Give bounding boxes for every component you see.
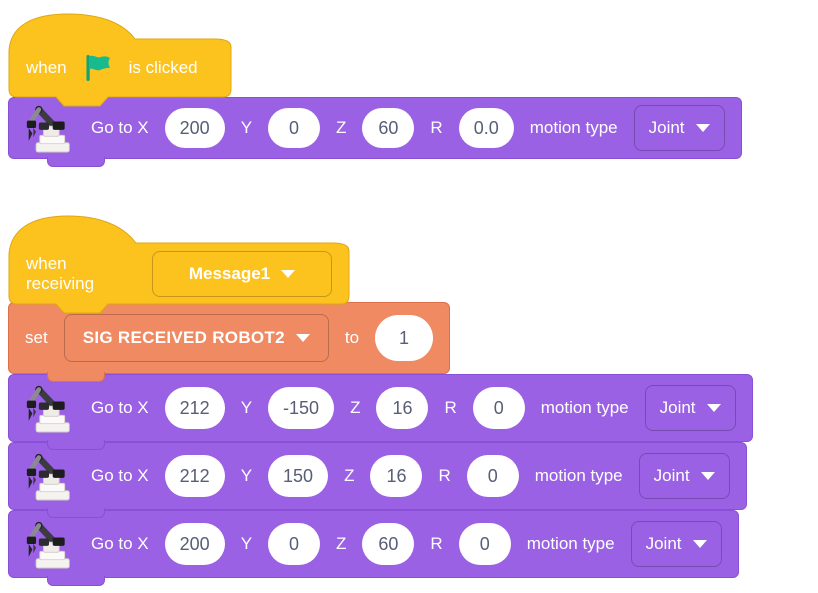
goto-block[interactable]: Go to X 200 Y 0 Z 60 R 0 motion type Joi…: [8, 510, 739, 586]
variable-dropdown[interactable]: SIG RECEIVED ROBOT2: [63, 314, 329, 362]
motion-type-label: motion type: [529, 118, 618, 137]
x-input[interactable]: 212: [164, 455, 225, 497]
set-label: set: [25, 328, 48, 347]
hat-shape: [8, 13, 232, 107]
y-label: Y: [240, 534, 253, 553]
message-value: Message1: [188, 263, 271, 283]
chevron-down-icon: [695, 124, 710, 132]
go-to-x-label: Go to X: [91, 398, 149, 417]
chevron-down-icon: [692, 540, 707, 548]
motion-type-dropdown[interactable]: Joint: [644, 385, 736, 431]
y-label: Y: [240, 118, 253, 137]
motion-type-label: motion type: [540, 398, 629, 417]
x-input[interactable]: 212: [164, 387, 225, 429]
goto-block[interactable]: Go to X 200 Y 0 Z 60 R 0.0 motion type J…: [8, 97, 742, 167]
z-input[interactable]: 60: [362, 108, 415, 148]
motion-type-value: Joint: [653, 466, 690, 485]
y-input[interactable]: 0: [268, 108, 321, 148]
r-input[interactable]: 0: [458, 523, 511, 565]
go-to-x-label: Go to X: [91, 534, 149, 553]
z-label: Z: [350, 398, 361, 417]
go-to-x-label: Go to X: [91, 118, 149, 137]
r-label: R: [438, 466, 451, 485]
y-label: Y: [240, 466, 253, 485]
z-input[interactable]: 16: [370, 455, 423, 497]
z-input[interactable]: 60: [362, 523, 415, 565]
y-label: Y: [240, 398, 253, 417]
when-receiving-label: when receiving: [26, 253, 95, 293]
z-input[interactable]: 16: [376, 387, 429, 429]
z-label: Z: [336, 534, 347, 553]
robot-arm-icon: [26, 385, 70, 433]
z-label: Z: [336, 118, 347, 137]
is-clicked-label: is clicked: [128, 58, 198, 77]
goto-block[interactable]: Go to X 212 Y -150 Z 16 R 0 motion type …: [8, 374, 753, 450]
chevron-down-icon: [700, 472, 715, 480]
green-flag-icon: [86, 55, 110, 81]
hat-shape: [8, 215, 350, 314]
motion-type-value: Joint: [645, 534, 682, 553]
r-input[interactable]: 0.0: [458, 108, 514, 148]
r-label: R: [444, 398, 457, 417]
motion-type-dropdown[interactable]: Joint: [630, 521, 722, 567]
motion-type-dropdown[interactable]: Joint: [638, 453, 730, 499]
when-flag-clicked-block[interactable]: when is clicked: [8, 12, 232, 107]
motion-type-value: Joint: [659, 398, 696, 417]
y-input[interactable]: -150: [268, 387, 335, 429]
chevron-down-icon: [295, 334, 310, 342]
y-input[interactable]: 150: [268, 455, 329, 497]
goto-block[interactable]: Go to X 212 Y 150 Z 16 R 0 motion type J…: [8, 442, 747, 518]
message-dropdown[interactable]: Message1: [152, 250, 332, 297]
motion-type-value: Joint: [648, 118, 685, 137]
robot-arm-icon: [26, 521, 70, 569]
r-input[interactable]: 0: [466, 455, 519, 497]
chevron-down-icon: [281, 269, 296, 278]
x-input[interactable]: 200: [164, 108, 225, 148]
set-variable-block[interactable]: set SIG RECEIVED ROBOT2 to 1: [8, 302, 451, 382]
motion-type-dropdown[interactable]: Joint: [633, 105, 725, 151]
value-input[interactable]: 1: [375, 315, 434, 361]
to-label: to: [344, 328, 360, 347]
when-label: when: [26, 58, 67, 77]
when-receiving-block[interactable]: when receiving Message1: [8, 214, 350, 314]
r-input[interactable]: 0: [472, 387, 525, 429]
chevron-down-icon: [706, 404, 721, 412]
variable-name: SIG RECEIVED ROBOT2: [82, 328, 285, 347]
robot-arm-icon: [26, 453, 70, 501]
x-input[interactable]: 200: [164, 523, 225, 565]
y-input[interactable]: 0: [268, 523, 321, 565]
robot-arm-icon: [26, 105, 70, 153]
motion-type-label: motion type: [526, 534, 615, 553]
r-label: R: [430, 534, 443, 553]
z-label: Z: [344, 466, 355, 485]
go-to-x-label: Go to X: [91, 466, 149, 485]
r-label: R: [430, 118, 443, 137]
motion-type-label: motion type: [534, 466, 623, 485]
